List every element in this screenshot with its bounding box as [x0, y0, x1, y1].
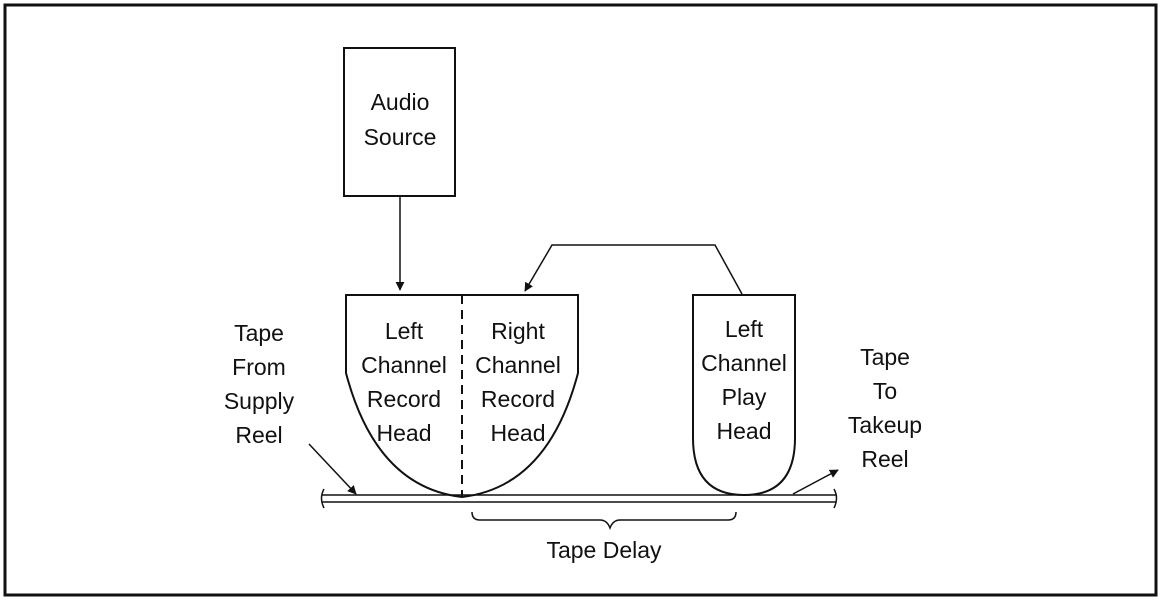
supply-tape-arrow — [308, 443, 357, 495]
right-record-head-label-line1: Right — [491, 318, 545, 344]
diagram-frame — [3, 3, 1158, 597]
supply-reel-label-line1: Tape — [234, 320, 284, 346]
tape-delay-brace — [471, 511, 737, 531]
takeup-tape-arrow — [792, 469, 839, 495]
right-record-head-label-line2: Channel — [475, 352, 561, 378]
play-head-label-line3: Play — [722, 384, 767, 410]
tape-right-end — [833, 488, 838, 509]
audio-source-box — [343, 47, 456, 197]
audio-source-label-line1: Audio — [371, 89, 430, 115]
tape-delay-label: Tape Delay — [546, 537, 662, 563]
right-record-head-label-line4: Head — [491, 420, 546, 446]
left-record-head-label-line3: Record — [367, 386, 441, 412]
takeup-reel-label-line4: Reel — [861, 446, 908, 472]
feedback-path-arrow — [524, 244, 743, 295]
tape-left-end — [320, 488, 325, 509]
play-head-label-line1: Left — [725, 316, 764, 342]
supply-reel-label-line2: From — [232, 354, 286, 380]
supply-reel-label-line4: Reel — [235, 422, 282, 448]
takeup-reel-label-line1: Tape — [860, 344, 910, 370]
left-record-head-label-line2: Channel — [361, 352, 447, 378]
right-record-head-label-line3: Record — [481, 386, 555, 412]
play-head-label-line4: Head — [717, 418, 772, 444]
left-record-head-label-line4: Head — [377, 420, 432, 446]
takeup-reel-label-line3: Takeup — [848, 412, 922, 438]
supply-reel-label-line3: Supply — [224, 388, 295, 414]
takeup-reel-label-line2: To — [873, 378, 897, 404]
audio-source-label-line2: Source — [364, 124, 437, 150]
play-head-label-line2: Channel — [701, 350, 787, 376]
left-record-head-label-line1: Left — [385, 318, 424, 344]
